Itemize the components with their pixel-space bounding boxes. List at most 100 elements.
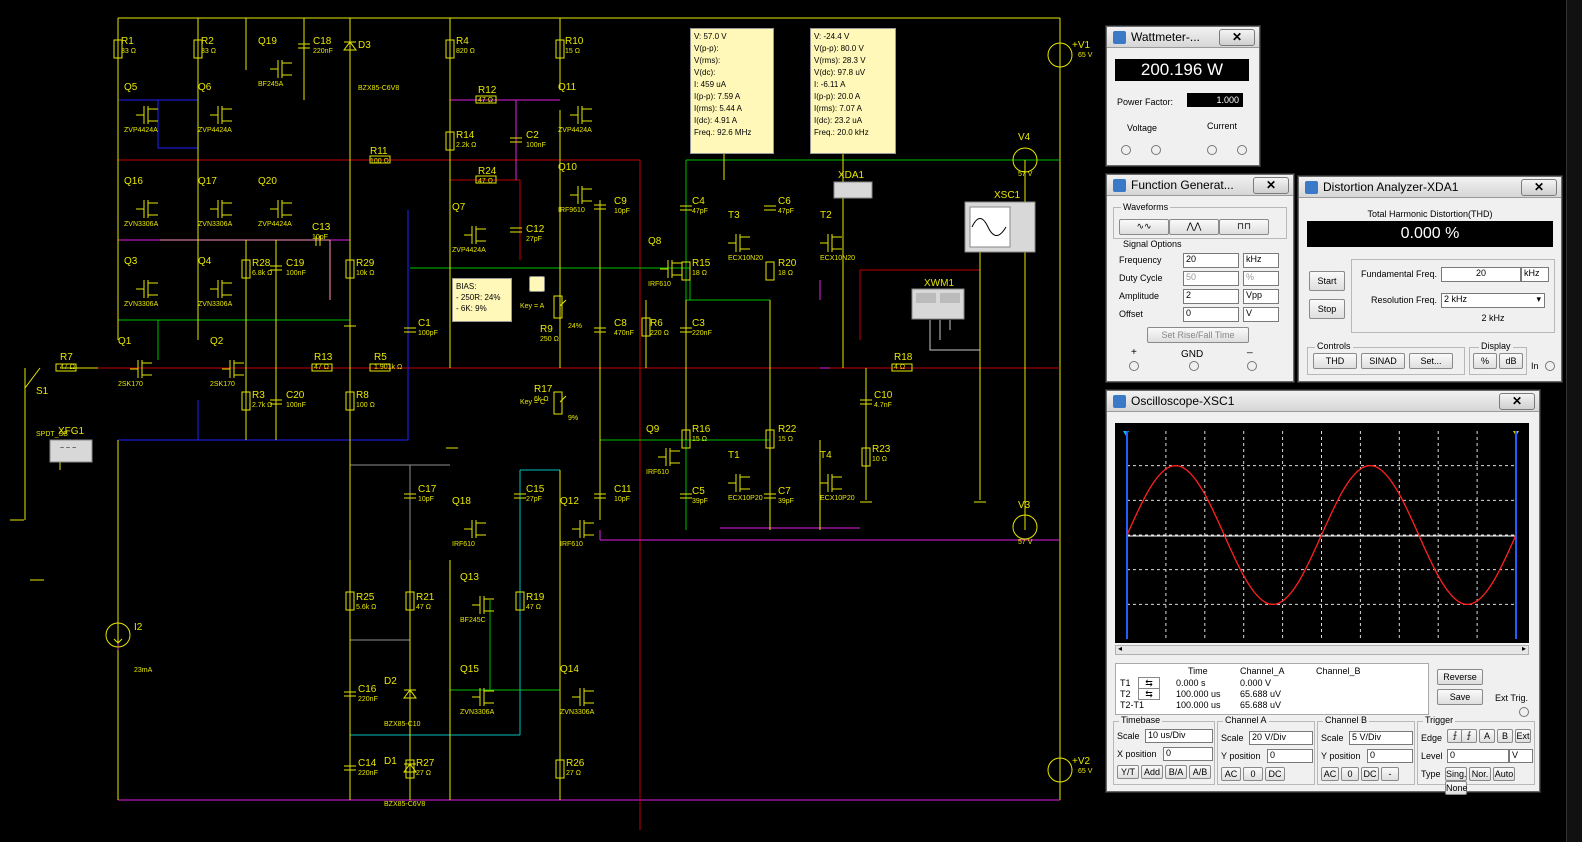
- oscilloscope-titlebar[interactable]: Oscilloscope-XSC1 ✕: [1107, 391, 1539, 412]
- signal-option-label: Amplitude: [1119, 291, 1160, 301]
- percent-button[interactable]: %: [1473, 353, 1497, 369]
- current-minus-terminal[interactable]: [1237, 145, 1247, 155]
- start-button[interactable]: Start: [1309, 271, 1345, 291]
- xfg1-instrument[interactable]: ~ ~ ~: [49, 439, 93, 463]
- set-button[interactable]: Set...: [1409, 353, 1453, 369]
- timebase-mode-button[interactable]: Add: [1141, 765, 1163, 779]
- osc-scrollbar[interactable]: ◂ ▸: [1115, 644, 1529, 655]
- controls-label: Controls: [1315, 341, 1353, 351]
- channel-b-coupling-button[interactable]: 0: [1341, 767, 1359, 781]
- type-label: Type: [1421, 769, 1441, 779]
- sine-wave-button[interactable]: ∿∿: [1119, 219, 1169, 235]
- oscilloscope-screen[interactable]: [1115, 423, 1529, 643]
- trigger-type-button[interactable]: Sing.: [1445, 767, 1467, 781]
- x-position-input[interactable]: 0: [1163, 747, 1213, 761]
- fg-plus-label: +: [1131, 347, 1137, 358]
- transistor-symbol: [136, 106, 158, 124]
- channel-b-coupling-button[interactable]: DC: [1361, 767, 1379, 781]
- component-value: 47 Ω: [314, 364, 329, 371]
- xda1-instrument[interactable]: [833, 181, 873, 199]
- probe-line: I(p-p): 20.0 A: [814, 92, 861, 101]
- cursor-move-icon[interactable]: ⇆: [1138, 688, 1160, 700]
- channel-b-coupling-button[interactable]: -: [1381, 767, 1399, 781]
- scroll-right-icon[interactable]: ▸: [1521, 644, 1526, 653]
- component-value: IRF9610: [558, 207, 585, 214]
- canvas-vertical-scrollbar[interactable]: [1566, 0, 1582, 842]
- trigger-source-button[interactable]: B: [1497, 729, 1513, 743]
- signal-option-input[interactable]: 20: [1183, 253, 1239, 268]
- resolution-freq-select[interactable]: 2 kHz ▾: [1441, 293, 1545, 308]
- transistor-symbol: [820, 474, 842, 492]
- close-button[interactable]: ✕: [1499, 393, 1535, 410]
- voltage-minus-terminal[interactable]: [1151, 145, 1161, 155]
- thd-button[interactable]: THD: [1313, 353, 1357, 369]
- current-plus-terminal[interactable]: [1207, 145, 1217, 155]
- close-button[interactable]: ✕: [1219, 29, 1255, 46]
- close-button[interactable]: ✕: [1253, 177, 1289, 194]
- in-terminal[interactable]: [1545, 361, 1555, 371]
- timebase-scale-input[interactable]: 10 us/Div: [1145, 729, 1213, 743]
- component-ref: R26: [566, 758, 585, 769]
- wattmeter-titlebar[interactable]: Wattmeter-... ✕: [1107, 27, 1259, 48]
- component-value: 470nF: [614, 330, 634, 337]
- falling-edge-button[interactable]: ⨍: [1461, 729, 1477, 743]
- source-value: 65 V: [1078, 768, 1093, 775]
- component-value: 27pF: [526, 496, 542, 503]
- channel-a-coupling-button[interactable]: 0: [1243, 767, 1263, 781]
- channel-b-ypos-input[interactable]: 0: [1367, 749, 1413, 763]
- timebase-mode-button[interactable]: Y/T: [1117, 765, 1139, 779]
- timebase-mode-button[interactable]: B/A: [1165, 765, 1187, 779]
- channel-b-scale-input[interactable]: 5 V/Div: [1349, 731, 1413, 745]
- fundamental-freq-input[interactable]: 20: [1441, 267, 1521, 282]
- fg-minus-terminal[interactable]: [1247, 361, 1257, 371]
- signal-option-input[interactable]: 50: [1183, 271, 1239, 286]
- voltage-plus-terminal[interactable]: [1121, 145, 1131, 155]
- channel-a-coupling-button[interactable]: AC: [1221, 767, 1241, 781]
- channel-a-scale-input[interactable]: 20 V/Div: [1249, 731, 1313, 745]
- triangle-wave-button[interactable]: ⋀⋀: [1169, 219, 1219, 235]
- xsc1-instrument[interactable]: [964, 201, 1036, 253]
- sinad-button[interactable]: SINAD: [1361, 353, 1405, 369]
- function-generator-titlebar[interactable]: Function Generat... ✕: [1107, 175, 1293, 196]
- x-position-label: X position: [1117, 749, 1157, 759]
- channel-a-coupling-button[interactable]: DC: [1265, 767, 1285, 781]
- trigger-source-button[interactable]: Ext: [1515, 729, 1531, 743]
- close-button[interactable]: ✕: [1521, 179, 1557, 196]
- distortion-analyzer-titlebar[interactable]: Distortion Analyzer-XDA1 ✕: [1299, 177, 1561, 198]
- timebase-label: Timebase: [1119, 715, 1163, 725]
- save-button[interactable]: Save: [1437, 689, 1483, 705]
- resolution-freq-value: 2 kHz: [1444, 294, 1468, 304]
- trigger-type-button[interactable]: Nor.: [1469, 767, 1491, 781]
- schematic-wires: [24, 17, 1061, 830]
- component-ref: C11: [614, 484, 632, 495]
- channel-b-label: Channel B: [1323, 715, 1370, 725]
- fg-plus-terminal[interactable]: [1129, 361, 1139, 371]
- rising-edge-button[interactable]: ⨍: [1447, 729, 1463, 743]
- instrument-icon: [1305, 180, 1318, 194]
- set-rise-fall-button[interactable]: Set Rise/Fall Time: [1147, 327, 1249, 343]
- channel-a-ypos-input[interactable]: 0: [1267, 749, 1313, 763]
- signal-option-input[interactable]: 0: [1183, 307, 1239, 322]
- channel-b-coupling-button[interactable]: AC: [1321, 767, 1339, 781]
- level-input[interactable]: 0: [1447, 749, 1509, 763]
- trigger-type-button[interactable]: Auto: [1493, 767, 1515, 781]
- fg-gnd-terminal[interactable]: [1189, 361, 1199, 371]
- timebase-mode-button[interactable]: A/B: [1189, 765, 1211, 779]
- ext-trig-terminal[interactable]: [1519, 707, 1529, 717]
- scroll-left-icon[interactable]: ◂: [1118, 644, 1123, 653]
- probe-line: Freq.: 20.0 kHz: [814, 128, 869, 137]
- xwm1-instrument[interactable]: [911, 288, 965, 320]
- db-button[interactable]: dB: [1499, 353, 1523, 369]
- trigger-type-button[interactable]: None: [1445, 781, 1468, 795]
- trigger-source-button[interactable]: A: [1479, 729, 1495, 743]
- source-ref: +V2: [1072, 756, 1091, 767]
- reverse-button[interactable]: Reverse: [1437, 669, 1483, 685]
- component-ref: D1: [384, 756, 397, 767]
- square-wave-button[interactable]: ⊓⊓: [1219, 219, 1269, 235]
- signal-option-input[interactable]: 2: [1183, 289, 1239, 304]
- stop-button[interactable]: Stop: [1309, 299, 1345, 319]
